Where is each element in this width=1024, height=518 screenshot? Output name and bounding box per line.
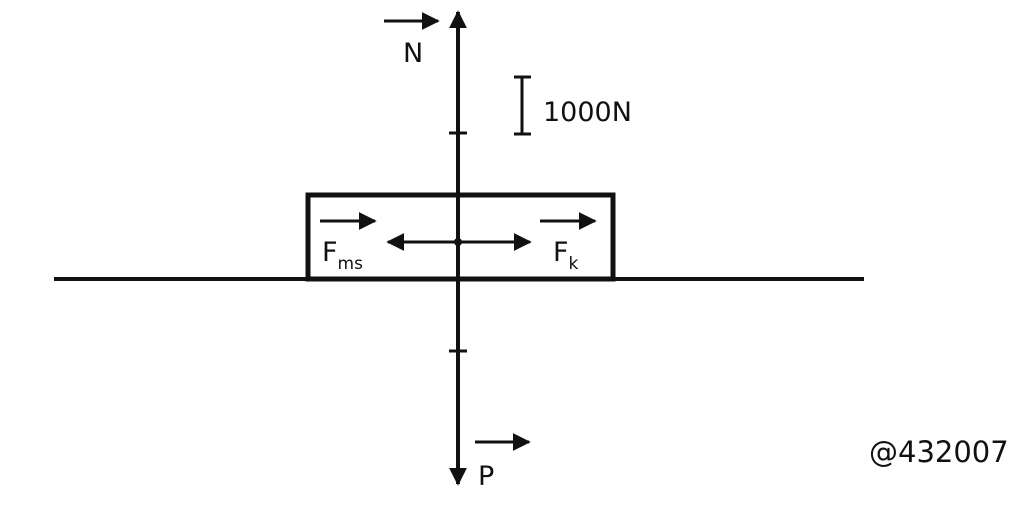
friction-force-label: Fms (322, 237, 363, 274)
application-point (454, 238, 462, 246)
pull-force-label: Fk (553, 237, 579, 274)
weight-label: P (478, 461, 494, 492)
scale-bar-label: 1000N (543, 97, 632, 128)
pull-force-subscript: k (569, 254, 579, 274)
block (305, 192, 616, 282)
friction-force-symbol: F (322, 237, 338, 268)
scale-bar (514, 75, 531, 136)
pull-force-symbol: F (553, 237, 569, 268)
normal-force-label: N (403, 38, 423, 69)
friction-force-subscript: ms (338, 254, 364, 274)
watermark: @432007 (869, 435, 1009, 469)
